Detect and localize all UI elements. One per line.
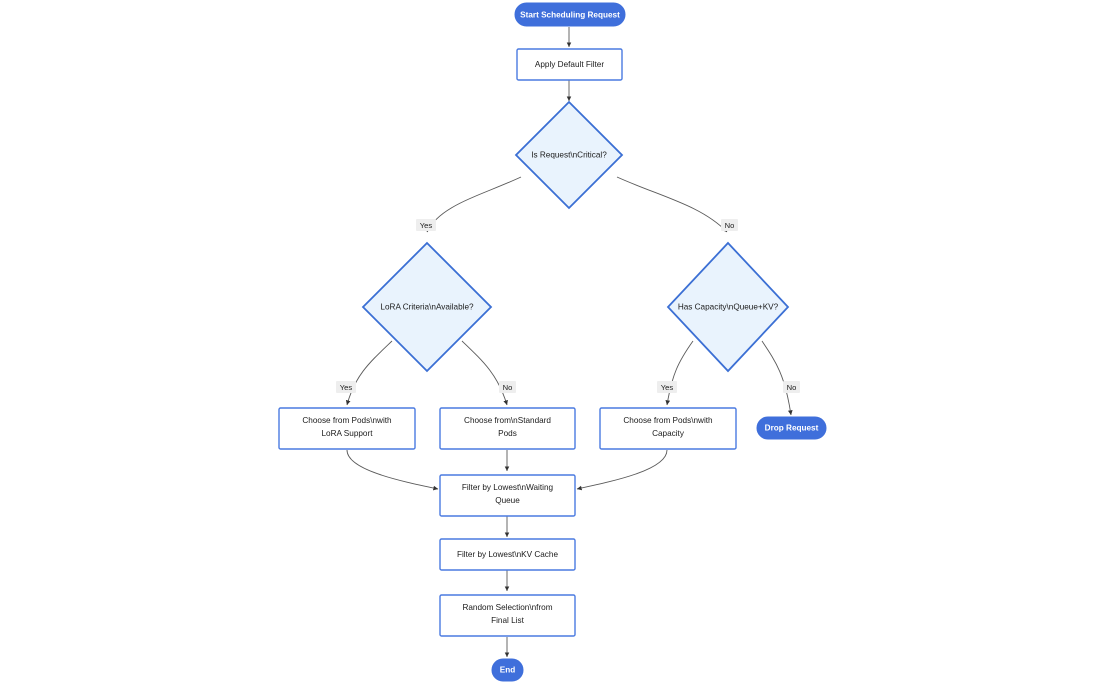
node-layer: Start Scheduling Request Apply Default F…	[278, 2, 827, 682]
node-label-line1: Choose from\nStandard	[464, 416, 551, 425]
node-label: Start Scheduling Request	[520, 11, 620, 20]
edge-label-text: No	[787, 383, 797, 392]
node-drop-request[interactable]: Drop Request	[756, 416, 827, 440]
node-label-line2: Capacity	[652, 429, 685, 438]
node-filter-by-lowest-kv-cache[interactable]: Filter by Lowest\nKV Cache	[439, 538, 576, 571]
node-start-scheduling-request[interactable]: Start Scheduling Request	[514, 2, 626, 27]
edge-label-capacity-no: No	[783, 381, 800, 393]
edge-layer	[345, 27, 793, 658]
node-label-line2: LoRA Support	[322, 429, 374, 438]
node-label: LoRA Criteria\nAvailable?	[380, 303, 474, 312]
node-choose-from-standard-pods[interactable]: Choose from\nStandard Pods	[439, 407, 576, 450]
node-label-line2: Final List	[491, 616, 524, 625]
node-label-line1: Choose from Pods\nwith	[623, 416, 713, 425]
edge-lora-to-pods-std	[461, 340, 508, 406]
node-label: Drop Request	[765, 424, 819, 433]
node-label: Has Capacity\nQueue+KV?	[678, 303, 779, 312]
node-label-line2: Pods	[498, 429, 517, 438]
node-label-line1: Random Selection\nfrom	[462, 603, 552, 612]
node-label: End	[500, 666, 515, 675]
edge-label-text: No	[503, 383, 513, 392]
node-lora-criteria-available[interactable]: LoRA Criteria\nAvailable?	[361, 241, 493, 373]
edge-label-text: No	[725, 221, 735, 230]
node-label: Is Request\nCritical?	[531, 151, 607, 160]
edge-label-layer: Yes No Yes No Yes No	[336, 219, 800, 393]
edge-label-critical-yes: Yes	[416, 219, 436, 231]
edge-capacity-to-pods-cap	[665, 340, 694, 406]
node-label-line1: Filter by Lowest\nWaiting	[462, 483, 554, 492]
node-filter-by-lowest-waiting-queue[interactable]: Filter by Lowest\nWaiting Queue	[439, 474, 576, 517]
node-is-request-critical[interactable]: Is Request\nCritical?	[514, 100, 624, 210]
node-choose-from-pods-with-lora-support[interactable]: Choose from Pods\nwith LoRA Support	[278, 407, 416, 450]
node-end[interactable]: End	[491, 658, 524, 682]
node-has-capacity-queue-kv[interactable]: Has Capacity\nQueue+KV?	[666, 241, 790, 373]
edge-lora-to-pods-lora	[345, 340, 393, 406]
edge-pods-cap-to-filter-queue	[576, 449, 668, 491]
edge-pods-lora-to-filter-queue	[346, 449, 439, 491]
node-choose-from-pods-with-capacity[interactable]: Choose from Pods\nwith Capacity	[599, 407, 737, 450]
node-label: Filter by Lowest\nKV Cache	[457, 550, 558, 559]
node-label-line2: Queue	[495, 496, 520, 505]
node-apply-default-filter[interactable]: Apply Default Filter	[516, 48, 623, 81]
edge-label-capacity-yes: Yes	[657, 381, 677, 393]
node-random-selection-from-final-list[interactable]: Random Selection\nfrom Final List	[439, 594, 576, 637]
node-label-line1: Choose from Pods\nwith	[302, 416, 392, 425]
node-label: Apply Default Filter	[535, 60, 604, 69]
edge-label-lora-no: No	[499, 381, 516, 393]
edge-critical-to-lora	[426, 176, 522, 233]
edge-label-text: Yes	[340, 383, 353, 392]
edge-label-critical-no: No	[721, 219, 738, 231]
edge-label-text: Yes	[420, 221, 433, 230]
edge-capacity-to-drop	[761, 340, 793, 416]
edge-critical-to-capacity	[616, 176, 728, 233]
edge-label-lora-yes: Yes	[336, 381, 356, 393]
edge-label-text: Yes	[661, 383, 674, 392]
